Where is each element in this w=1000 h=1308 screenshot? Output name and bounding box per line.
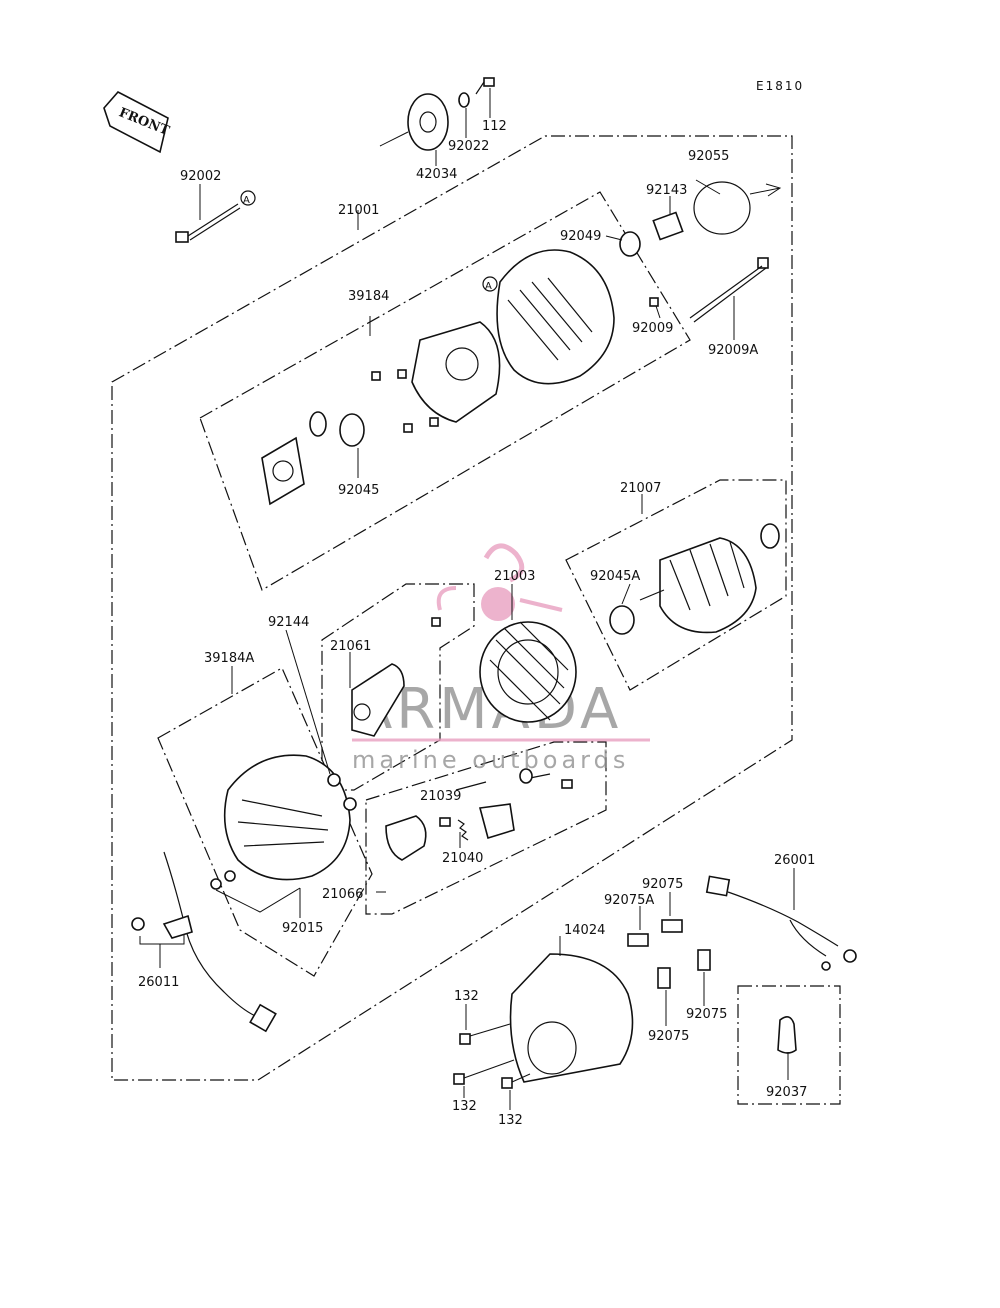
bushing-92143 [652,211,684,241]
harness-26001 [705,875,857,971]
brush-21039 [439,817,451,827]
assembly-outline-21066 [365,741,607,915]
brush-92075-top [661,919,683,933]
part-label-42034: 42034 [416,167,457,182]
part-label-92075-bottom: 92075 [648,1029,689,1044]
part-label-14024: 14024 [564,923,605,938]
ref-marker-a-housing [482,276,498,292]
part-label-92009a: 92009A [708,343,758,358]
part-label-21040: 21040 [442,851,483,866]
assembly-outline-21001 [111,135,793,1081]
front-housing-39184a [223,754,351,881]
spacer-92015-b [224,870,236,882]
diagram-code: E1810 [756,79,804,93]
part-label-92045: 92045 [338,483,379,498]
brush-plate [411,321,501,423]
ref-marker-a-left [240,190,256,206]
part-label-92015: 92015 [282,921,323,936]
part-label-39184: 39184 [348,289,389,304]
part-label-92002: 92002 [180,169,221,184]
part-label-132-bottom-right: 132 [498,1113,523,1128]
ref-marker-a-housing-label: A [485,281,492,292]
part-label-92143: 92143 [646,183,687,198]
front-arrow-icon: FRONT [103,91,172,154]
part-label-21039: 21039 [420,789,461,804]
part-label-132-top: 132 [454,989,479,1004]
watermark-tagline: marine outboards [352,746,629,774]
brush-92075-bottom [657,967,671,989]
plate-screws [371,369,439,433]
pulley-42034 [379,93,449,151]
stator-21003 [479,621,577,723]
bearing-92049 [619,231,641,257]
part-label-92037: 92037 [766,1085,807,1100]
part-label-39184a: 39184A [204,651,254,666]
brush-92075-right [697,949,711,971]
ref-marker-a-left-label: A [243,195,250,206]
spacer-right [343,797,357,811]
part-label-92049: 92049 [560,229,601,244]
part-label-92022: 92022 [448,139,489,154]
washer-92022 [458,92,470,108]
regulator-21066 [385,768,573,861]
rear-housing [496,249,615,385]
rectifier-screw [431,617,441,627]
part-label-21066: 21066 [322,887,363,902]
part-label-21003: 21003 [494,569,535,584]
part-label-112: 112 [482,119,507,134]
through-bolt-92002 [175,203,241,243]
assembly-outline-21007 [565,479,787,691]
watermark-logo [436,543,563,621]
part-label-92075-right: 92075 [686,1007,727,1022]
part-label-92009: 92009 [632,321,673,336]
rectifier-21061 [351,663,405,737]
bearing-retainer [261,436,305,506]
part-label-92055: 92055 [688,149,729,164]
part-label-26011: 26011 [138,975,179,990]
part-label-92144: 92144 [268,615,309,630]
long-bolt-92009a [689,257,769,323]
screw-92009 [649,297,661,319]
brush-92075a [627,933,649,947]
spacer-92144 [327,773,341,787]
part-label-21001: 21001 [338,203,379,218]
part-label-92075-top: 92075 [642,877,683,892]
wire-lead-26011 [131,851,277,1033]
bearing-92045 [339,413,365,447]
assembly-outline-92037 [737,985,841,1105]
snap-ring [309,411,327,437]
cover-screws-132 [453,1023,531,1089]
assembly-outline-39184A [157,667,373,977]
rotor-bearing [760,523,780,549]
o-ring-92055 [693,181,751,235]
part-label-92075a: 92075A [604,893,654,908]
part-label-92045a: 92045A [590,569,640,584]
part-label-21007: 21007 [620,481,661,496]
spring-21040 [457,819,469,841]
assembly-outline-39184 [199,191,691,591]
bolt-112 [475,77,495,95]
rotor-21007 [639,537,757,634]
bearing-92045a [609,605,635,635]
part-label-26001: 26001 [774,853,815,868]
cover-14024 [509,953,634,1083]
part-label-132-bottom-left: 132 [452,1099,477,1114]
part-label-21061: 21061 [330,639,371,654]
spacer-92015-a [210,878,222,890]
terminal-cap-92037 [777,1016,797,1054]
